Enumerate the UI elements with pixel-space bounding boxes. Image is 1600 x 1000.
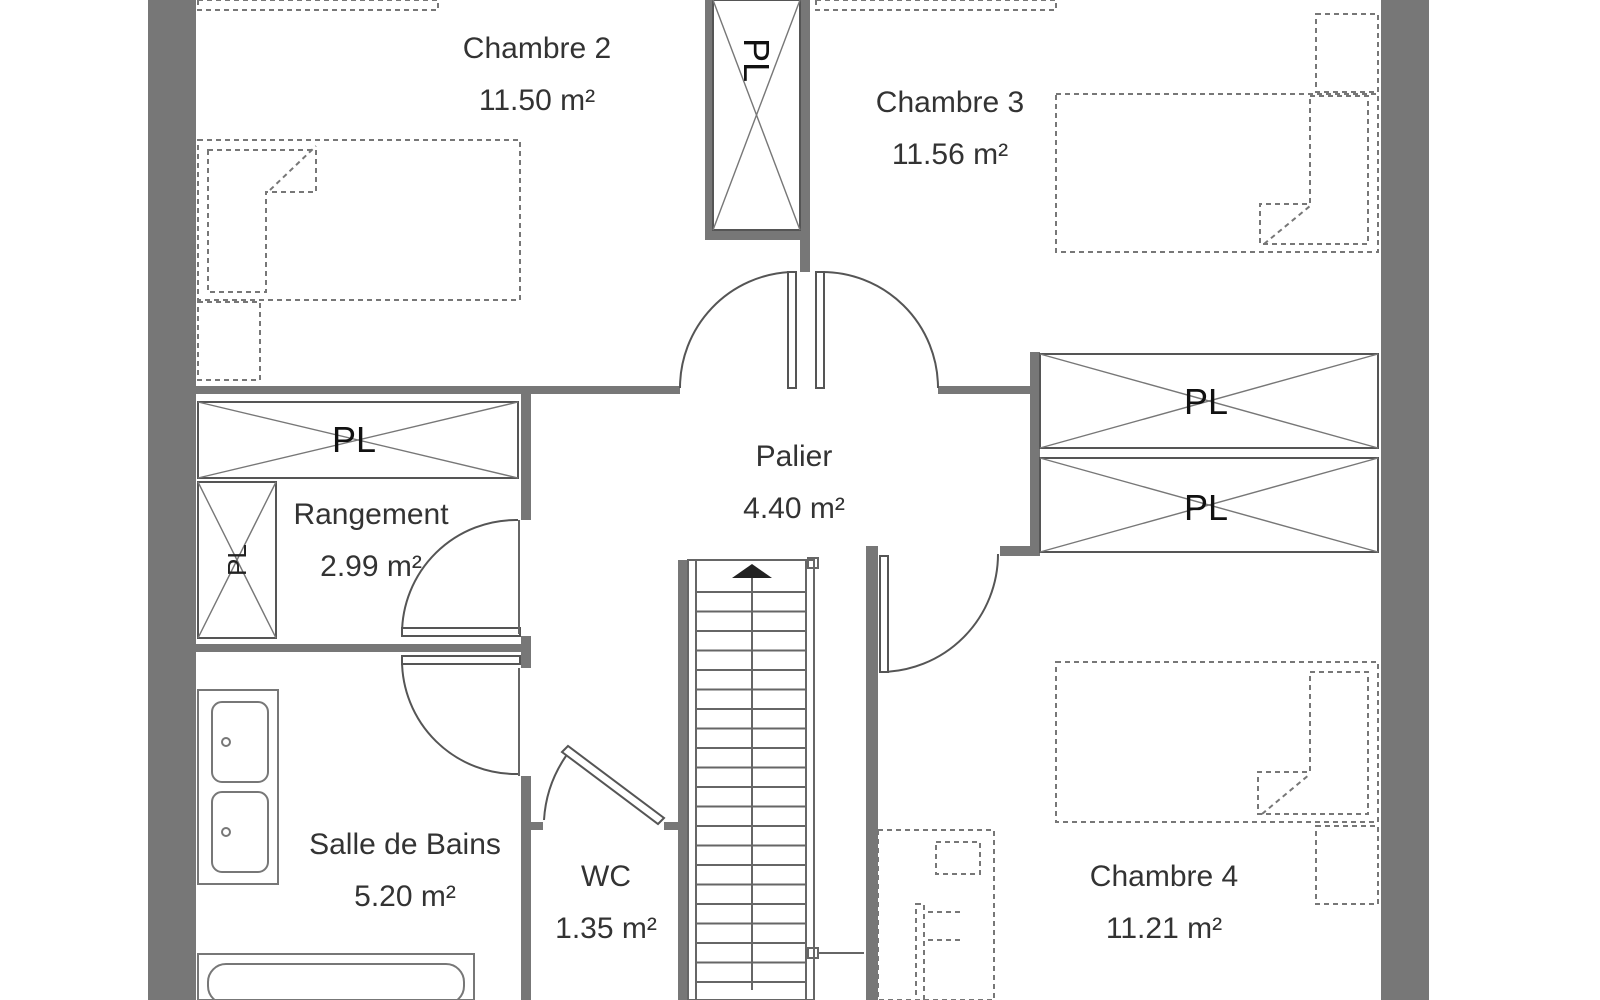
wall-bath-right-upper <box>521 636 531 668</box>
bed-chambre2 <box>197 139 521 301</box>
closet-rangement-vertical-label: PL <box>222 544 252 576</box>
doors <box>401 270 999 826</box>
wall-wc-top <box>531 822 543 830</box>
bathroom-fixtures <box>197 689 475 1000</box>
nightstand-chambre4 <box>1315 825 1379 905</box>
wall-closet-box-bottom <box>705 230 810 240</box>
room-salle-de-bains[interactable]: Salle de Bains 5.20 m² <box>309 828 501 913</box>
closet-right-lower: PL <box>1039 457 1379 553</box>
wall-right-closets-bottom <box>1000 546 1040 556</box>
nightstand-chambre3 <box>1315 13 1379 93</box>
door-wc <box>543 744 666 826</box>
wall-chambre4-left <box>866 546 878 1000</box>
wall-landing-top-right <box>938 386 1038 394</box>
room-chambre-2[interactable]: Chambre 2 11.50 m² <box>463 32 611 117</box>
room-area: 11.21 m² <box>1106 912 1222 945</box>
room-area: 2.99 m² <box>320 550 422 583</box>
room-area: 4.40 m² <box>743 492 845 525</box>
room-wc[interactable]: WC 1.35 m² <box>555 860 657 945</box>
room-name: Chambre 2 <box>463 32 611 65</box>
room-labels: Chambre 2 11.50 m² Chambre 3 11.56 m² Pa… <box>293 32 1238 945</box>
wall-chambre2-bottom <box>196 386 680 394</box>
closets: PL PL PL PL PL <box>197 0 1379 639</box>
wall-rangement-right <box>521 394 531 520</box>
wall-center-partition-top <box>800 0 810 272</box>
furniture <box>197 0 1379 1000</box>
closet-top-center: PL <box>712 0 801 231</box>
closet-rangement-horizontal: PL <box>197 401 519 479</box>
room-name: Salle de Bains <box>309 828 501 861</box>
bed-chambre4 <box>1055 661 1379 823</box>
sink-upper-icon <box>211 701 269 783</box>
desk-chambre4 <box>877 829 995 1000</box>
closet-rangement-vertical: PL <box>197 481 277 639</box>
door-salle-de-bains <box>401 655 521 776</box>
door-chambre4 <box>879 553 999 673</box>
closet-right-lower-label: PL <box>1184 487 1228 528</box>
double-vanity <box>197 689 279 885</box>
room-name: Palier <box>756 440 833 473</box>
closet-rangement-horizontal-label: PL <box>332 419 376 460</box>
wall-stair-left <box>678 560 688 1000</box>
closet-right-upper: PL <box>1039 353 1379 449</box>
closet-top-center-label: PL <box>736 38 777 82</box>
room-area: 1.35 m² <box>555 912 657 945</box>
room-chambre-3[interactable]: Chambre 3 11.56 m² <box>876 86 1024 171</box>
desk-chambre2-top <box>197 0 439 11</box>
room-area: 11.50 m² <box>479 84 595 117</box>
room-chambre-4[interactable]: Chambre 4 11.21 m² <box>1090 860 1238 945</box>
stair-up-arrow-icon <box>732 564 772 578</box>
wall-bath-right <box>521 776 531 1000</box>
desk-chambre3-top <box>815 0 1057 11</box>
closet-right-upper-label: PL <box>1184 381 1228 422</box>
wall-right-closets-left <box>1030 352 1040 556</box>
room-rangement[interactable]: Rangement 2.99 m² <box>293 498 449 583</box>
room-area: 11.56 m² <box>892 138 1008 171</box>
sink-lower-icon <box>211 791 269 873</box>
door-chambre3 <box>815 270 939 389</box>
bathtub-icon <box>197 953 475 1000</box>
room-name: Rangement <box>293 498 449 531</box>
staircase <box>687 557 864 1000</box>
room-name: Chambre 4 <box>1090 860 1238 893</box>
wall-rangement-bottom <box>196 644 529 652</box>
wall-wc-top-right <box>664 822 688 830</box>
walls <box>148 0 1429 1000</box>
room-area: 5.20 m² <box>354 880 456 913</box>
bed-chambre3 <box>1055 93 1379 253</box>
door-chambre2 <box>678 271 797 389</box>
room-name: Chambre 3 <box>876 86 1024 119</box>
room-name: WC <box>581 860 631 893</box>
exterior-wall-left <box>148 0 196 1000</box>
wall-closet-box-left <box>705 0 713 240</box>
room-palier[interactable]: Palier 4.40 m² <box>743 440 845 525</box>
nightstand-chambre2 <box>197 301 261 381</box>
exterior-wall-right <box>1381 0 1429 1000</box>
door-rangement <box>401 518 521 637</box>
